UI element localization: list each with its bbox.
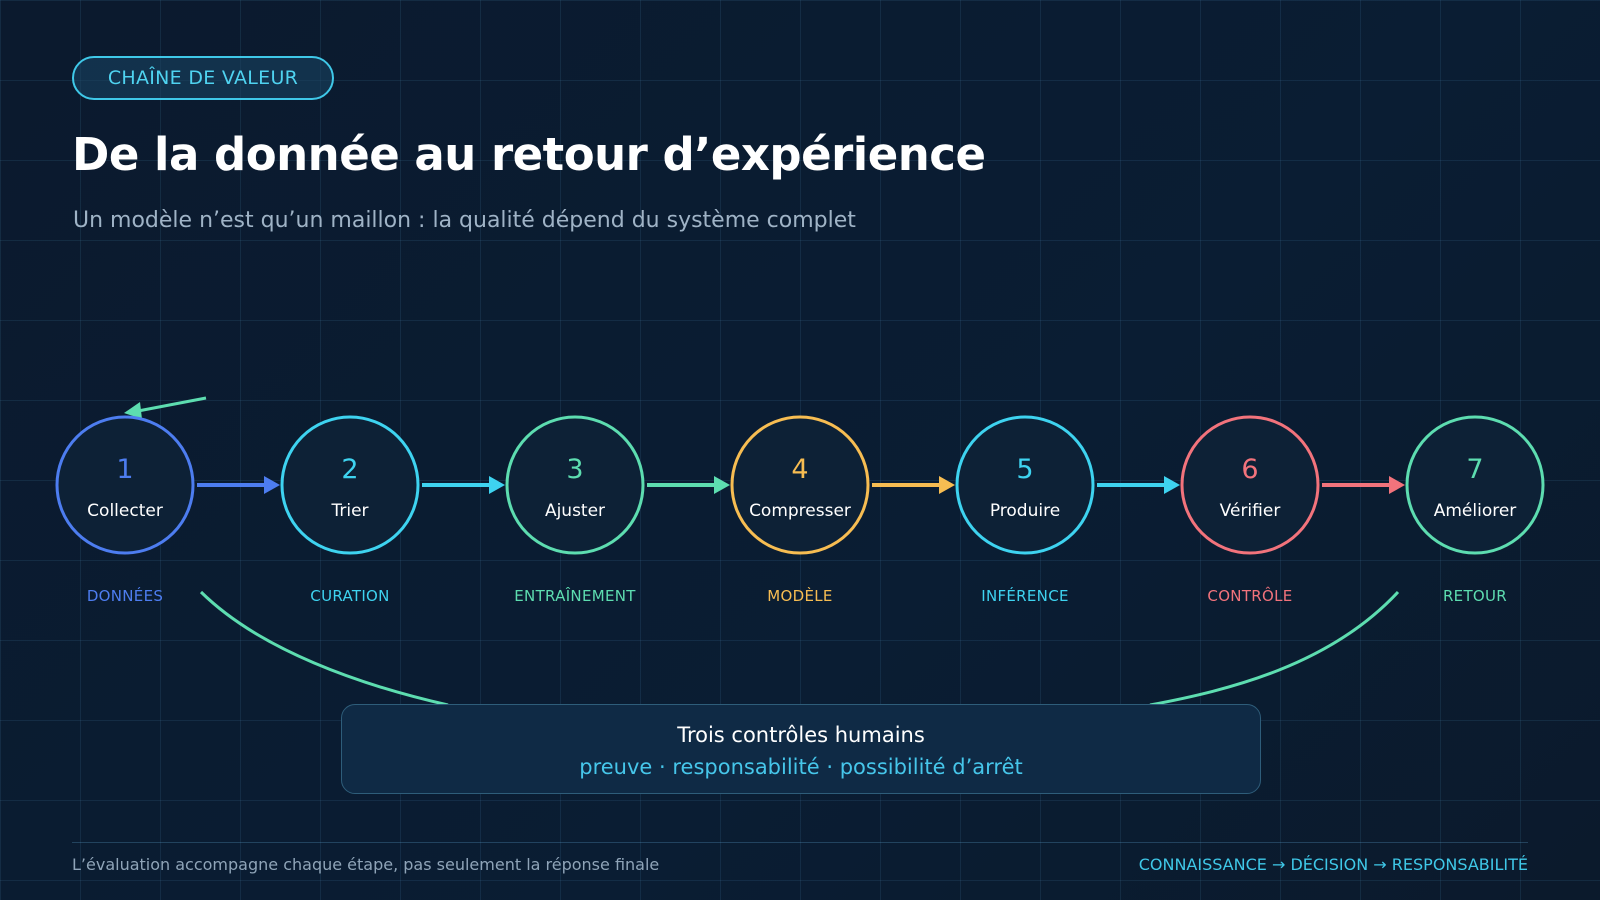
flow-arrow-2 bbox=[422, 476, 505, 494]
step-label: Ajuster bbox=[545, 501, 605, 521]
step-category: INFÉRENCE bbox=[981, 586, 1069, 605]
flow-arrow-6 bbox=[1322, 476, 1405, 494]
step-circle bbox=[955, 415, 1095, 555]
step-label: Vérifier bbox=[1220, 501, 1281, 521]
flow-arrow-3 bbox=[647, 476, 730, 494]
page-title: De la donnée au retour d’expérience bbox=[72, 128, 986, 181]
step-number: 3 bbox=[566, 454, 583, 485]
step-label: Compresser bbox=[749, 501, 851, 521]
flow-arrow-4 bbox=[872, 476, 955, 494]
human-controls-list: preuve · responsabilité · possibilité d’… bbox=[579, 755, 1023, 779]
step-arrows bbox=[197, 476, 1405, 494]
page-subtitle: Un modèle n’est qu’un maillon : la quali… bbox=[73, 208, 856, 233]
step-number: 1 bbox=[116, 454, 133, 485]
step-circle bbox=[55, 415, 195, 555]
step-number: 2 bbox=[341, 454, 358, 485]
feedback-curve-right bbox=[1149, 590, 1400, 707]
step-label: Améliorer bbox=[1434, 501, 1517, 521]
step-category: DONNÉES bbox=[87, 586, 163, 605]
step-circle bbox=[505, 415, 645, 555]
footer-note: L’évaluation accompagne chaque étape, pa… bbox=[72, 855, 660, 874]
feedback-curve-left bbox=[199, 590, 449, 707]
step-number: 6 bbox=[1241, 454, 1258, 485]
step-label: Collecter bbox=[87, 501, 163, 521]
flow-arrow-1 bbox=[197, 476, 280, 494]
step-number: 7 bbox=[1466, 454, 1483, 485]
step-number: 4 bbox=[791, 454, 808, 485]
step-category: MODÈLE bbox=[767, 586, 832, 605]
section-badge: CHAÎNE DE VALEUR bbox=[72, 56, 334, 100]
feedback-loop bbox=[124, 396, 1400, 707]
step-label: Produire bbox=[990, 501, 1060, 521]
flow-arrow-5 bbox=[1097, 476, 1180, 494]
step-circle bbox=[730, 415, 870, 555]
footer-tagline: CONNAISSANCE → DÉCISION → RESPONSABILITÉ bbox=[1138, 855, 1528, 874]
step-circle bbox=[1180, 415, 1320, 555]
step-circle bbox=[1405, 415, 1545, 555]
human-controls-title: Trois contrôles humains bbox=[677, 723, 925, 747]
feedback-return-arrow bbox=[124, 396, 207, 419]
step-category: CONTRÔLE bbox=[1207, 586, 1292, 605]
human-controls-panel: Trois contrôles humains preuve · respons… bbox=[341, 704, 1261, 794]
step-category: CURATION bbox=[310, 587, 389, 605]
footer-divider bbox=[72, 842, 1528, 843]
step-circle bbox=[280, 415, 420, 555]
step-category: ENTRAÎNEMENT bbox=[514, 586, 636, 605]
step-category: RETOUR bbox=[1443, 587, 1507, 605]
step-label: Trier bbox=[330, 501, 368, 521]
step-number: 5 bbox=[1016, 454, 1033, 485]
